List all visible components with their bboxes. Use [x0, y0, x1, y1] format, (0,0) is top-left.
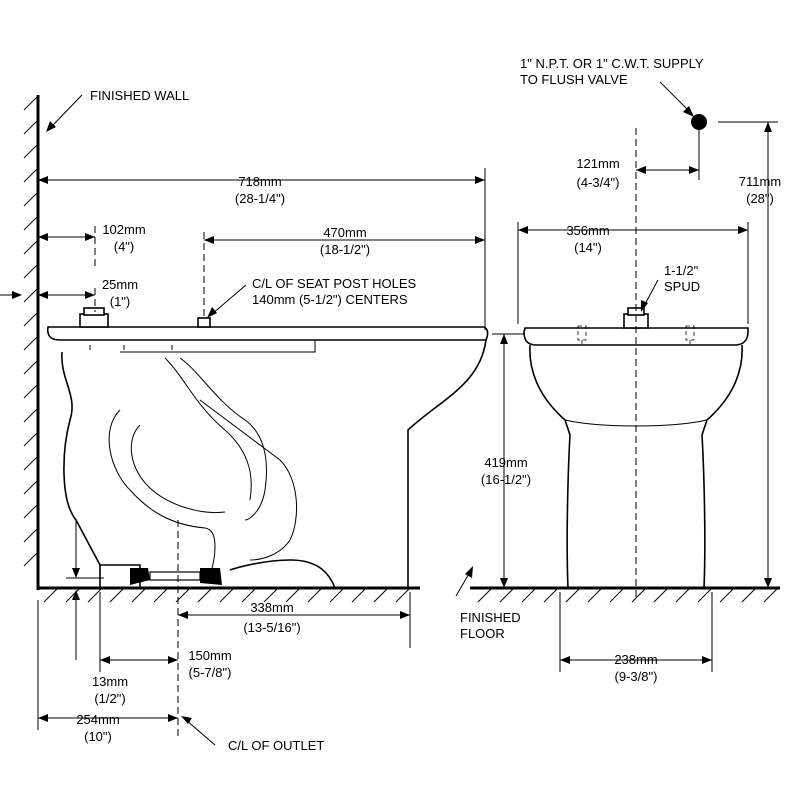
dim-150-mm: 150mm — [188, 648, 231, 663]
finished-wall-label: FINISHED WALL — [90, 88, 189, 103]
dim-254-in: (10") — [84, 729, 112, 744]
dim-254-mm: 254mm — [76, 712, 119, 727]
dim-338-in: (13-5/16") — [243, 620, 300, 635]
dim-470-in: (18-1/2") — [320, 242, 370, 257]
dim-470-mm: 470mm — [323, 225, 366, 240]
callout-leaders — [46, 81, 694, 746]
dim-13-mm: 13mm — [92, 674, 128, 689]
seat-post-label-line1: C/L OF SEAT POST HOLES — [252, 276, 417, 291]
dim-338-mm: 338mm — [250, 600, 293, 615]
dim-25-mm: 25mm — [102, 277, 138, 292]
dim-356-in: (14") — [574, 240, 602, 255]
dim-238-in: (9-3/8") — [615, 669, 658, 684]
dimension-lines — [0, 121, 778, 730]
finished-floor-label-line1: FINISHED — [460, 610, 521, 625]
dim-718-in: (28-1/4") — [235, 191, 285, 206]
dim-121-in: (4-3/4") — [577, 175, 620, 190]
supply-inlet-marker — [691, 114, 707, 130]
supply-label-line1: 1" N.P.T. OR 1" C.W.T. SUPPLY — [520, 56, 704, 71]
dim-25-in: (1") — [110, 294, 131, 309]
dim-419-in: (16-1/2") — [481, 472, 531, 487]
dim-711-in: (28") — [746, 191, 774, 206]
dim-718-mm: 718mm — [238, 174, 281, 189]
finished-floor-label-line2: FLOOR — [460, 626, 505, 641]
outlet-centerline-label: C/L OF OUTLET — [228, 738, 324, 753]
spud-label-line2: SPUD — [664, 279, 700, 294]
dim-13-in: (1/2") — [94, 691, 125, 706]
toilet-front-view — [523, 307, 749, 589]
supply-label-line2: TO FLUSH VALVE — [520, 72, 628, 87]
dim-121-mm: 121mm — [576, 156, 619, 171]
dim-419-mm: 419mm — [484, 455, 527, 470]
toilet-side-view — [46, 307, 489, 589]
dim-238-mm: 238mm — [614, 652, 657, 667]
dim-102-mm: 102mm — [102, 222, 145, 237]
finished-floor-front-view — [470, 586, 780, 603]
dim-102-in: (4") — [114, 239, 135, 254]
dim-150-in: (5-7/8") — [189, 665, 232, 680]
finished-floor-side-view — [38, 586, 420, 603]
spud-label-line1: 1-1/2" — [664, 263, 699, 278]
seat-post-label-line2: 140mm (5-1/2") CENTERS — [252, 292, 408, 307]
finished-wall — [23, 95, 40, 590]
dim-356-mm: 356mm — [566, 223, 609, 238]
dim-711-mm: 711mm — [739, 174, 781, 189]
